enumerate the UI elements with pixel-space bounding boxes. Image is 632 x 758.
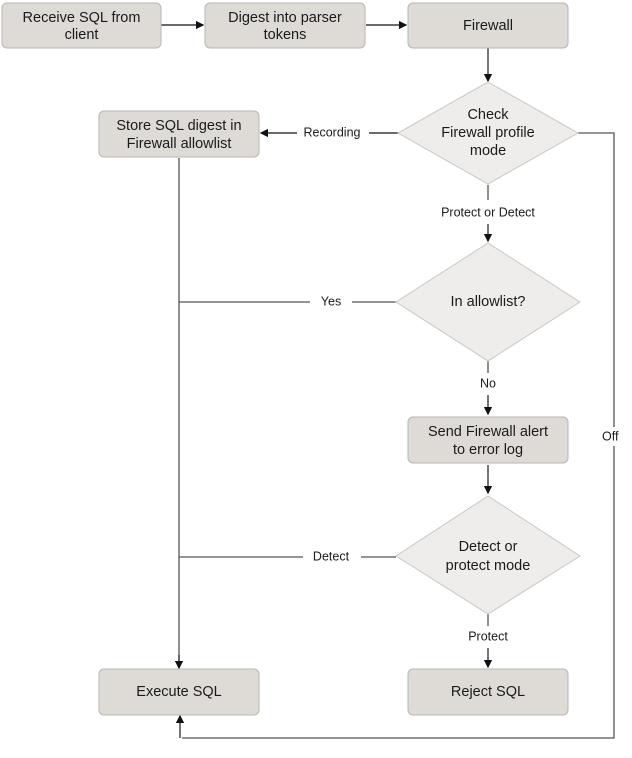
- edge-label-protect-or-detect: Protect or Detect: [441, 205, 535, 219]
- edge-label-recording: Recording: [304, 125, 361, 139]
- node-detect-or-protect-label-line-1: Detect or: [459, 539, 518, 555]
- node-firewall-shape: [407, 2, 569, 49]
- edge-label-no: No: [480, 376, 496, 390]
- node-check-profile-mode-label-line-1: Check: [467, 107, 509, 123]
- node-execute-sql[interactable]: Execute SQL: [98, 668, 260, 716]
- node-digest-tokens[interactable]: Digest into parser tokens: [204, 2, 366, 49]
- node-in-allowlist-shape: [395, 242, 581, 362]
- node-store-digest-label-line-2: Firewall allowlist: [127, 136, 232, 152]
- node-receive-sql-label-line-2: client: [65, 27, 99, 43]
- node-send-alert[interactable]: Send Firewall alert to error log: [407, 416, 569, 464]
- node-receive-sql-shape: [1, 2, 162, 49]
- node-check-profile-mode-label-line-3: mode: [470, 143, 506, 159]
- node-execute-sql-shape: [98, 668, 260, 716]
- edge-label-off-bg: [600, 427, 630, 446]
- edge-label-protect: Protect: [468, 629, 508, 643]
- node-reject-sql[interactable]: Reject SQL: [407, 668, 569, 716]
- node-digest-tokens-label-line-1: Digest into parser: [228, 10, 342, 26]
- node-store-digest-shape: [98, 110, 260, 158]
- node-check-profile-mode[interactable]: Check Firewall profile mode: [396, 81, 580, 185]
- node-digest-tokens-shape: [204, 2, 366, 49]
- node-receive-sql[interactable]: Receive SQL from client: [1, 2, 162, 49]
- node-firewall[interactable]: Firewall: [407, 2, 569, 49]
- edge-label-yes: Yes: [321, 294, 341, 308]
- edge-label-recording-bg: [297, 123, 369, 142]
- node-receive-sql-label-line-1: Receive SQL from: [23, 10, 141, 26]
- node-detect-or-protect-label-line-2: protect mode: [446, 558, 531, 574]
- node-in-allowlist-label: In allowlist?: [451, 294, 526, 310]
- node-firewall-label: Firewall: [463, 18, 513, 34]
- node-detect-or-protect[interactable]: Detect or protect mode: [395, 495, 581, 615]
- node-check-profile-mode-shape: [396, 81, 580, 185]
- node-digest-tokens-label-line-2: tokens: [264, 27, 307, 43]
- edge-label-yes-bg: [310, 292, 352, 311]
- node-send-alert-shape: [407, 416, 569, 464]
- edge-label-detect: Detect: [313, 549, 350, 563]
- node-check-profile-mode-label-line-2: Firewall profile: [441, 125, 534, 141]
- node-in-allowlist[interactable]: In allowlist?: [395, 242, 581, 362]
- node-store-digest[interactable]: Store SQL digest in Firewall allowlist: [98, 110, 260, 158]
- node-reject-sql-label: Reject SQL: [451, 684, 525, 700]
- node-send-alert-label-line-2: to error log: [453, 442, 523, 458]
- node-reject-sql-shape: [407, 668, 569, 716]
- node-store-digest-label-line-1: Store SQL digest in: [116, 118, 241, 134]
- edge-label-detect-bg: [303, 547, 361, 566]
- node-detect-or-protect-shape: [395, 495, 581, 615]
- edge-label-off: Off: [602, 429, 619, 443]
- node-send-alert-label-line-1: Send Firewall alert: [428, 424, 548, 440]
- node-execute-sql-label: Execute SQL: [136, 684, 221, 700]
